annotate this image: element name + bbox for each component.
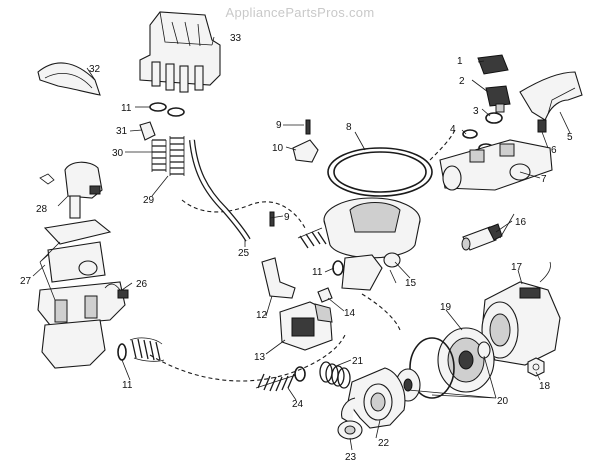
hose-dash-drain bbox=[361, 293, 401, 331]
part-13-motor bbox=[279, 301, 333, 351]
part-21-spring bbox=[319, 361, 351, 389]
label-20: 20 bbox=[497, 396, 509, 407]
label-18: 18 bbox=[539, 381, 551, 392]
label-14: 14 bbox=[344, 308, 356, 319]
label-10: 10 bbox=[272, 143, 284, 154]
label-12: 12 bbox=[256, 310, 268, 321]
part-26-wire-connector bbox=[117, 289, 129, 299]
label-11-c: 11 bbox=[122, 380, 133, 391]
label-19: 19 bbox=[440, 302, 452, 313]
label-6: 6 bbox=[551, 145, 557, 156]
watermark: AppliancePartsPros.com bbox=[225, 5, 375, 20]
part-18-nut bbox=[527, 357, 545, 377]
part-11-oring-c bbox=[117, 343, 127, 361]
label-11-a: 11 bbox=[121, 103, 132, 114]
label-15: 15 bbox=[405, 278, 417, 289]
hose-coil-lower-left bbox=[129, 337, 165, 362]
part-number-labels: 1 2 3 4 5 6 7 8 9 9 10 11 11 11 12 13 14… bbox=[20, 33, 573, 463]
part-15-sump bbox=[323, 197, 421, 291]
part-10-bracket bbox=[292, 139, 319, 163]
part-11-oring-d bbox=[332, 260, 344, 276]
label-11-b: 11 bbox=[312, 267, 323, 278]
part-7-manifold bbox=[439, 139, 553, 191]
hose-dash-upper bbox=[181, 199, 306, 229]
part-3-oring bbox=[485, 112, 503, 124]
label-27: 27 bbox=[20, 276, 32, 287]
label-1: 1 bbox=[457, 56, 463, 67]
label-33: 33 bbox=[230, 33, 242, 44]
label-9-a: 9 bbox=[276, 120, 282, 131]
label-29: 29 bbox=[143, 195, 155, 206]
label-8: 8 bbox=[346, 122, 352, 133]
part-11-oring-b bbox=[167, 107, 185, 117]
part-22-pump-housing bbox=[341, 367, 406, 429]
label-22: 22 bbox=[378, 438, 390, 449]
hose-coil-middle bbox=[297, 227, 327, 249]
label-17: 17 bbox=[511, 262, 523, 273]
label-9-b: 9 bbox=[284, 212, 290, 223]
part-33-manifold bbox=[139, 11, 221, 93]
label-16: 16 bbox=[515, 217, 527, 228]
part-24-coil-hose bbox=[255, 366, 306, 392]
part-9-screw-a bbox=[305, 119, 311, 135]
part-17-motor bbox=[481, 261, 561, 366]
label-23: 23 bbox=[345, 452, 357, 463]
part-23-cap bbox=[337, 420, 363, 440]
label-3: 3 bbox=[473, 106, 479, 117]
label-32: 32 bbox=[89, 64, 101, 75]
part-31-clip bbox=[139, 121, 156, 141]
part-1-cap bbox=[477, 54, 509, 75]
label-7: 7 bbox=[541, 174, 547, 185]
label-25: 25 bbox=[238, 248, 250, 259]
part-11-oring-a bbox=[149, 102, 167, 112]
label-24: 24 bbox=[292, 399, 304, 410]
part-12-bracket bbox=[261, 257, 296, 299]
label-26: 26 bbox=[136, 279, 148, 290]
label-31: 31 bbox=[116, 126, 128, 137]
part-30-spring-hose bbox=[151, 139, 167, 172]
label-4: 4 bbox=[450, 124, 456, 135]
hose-dash-right bbox=[429, 129, 456, 161]
label-28: 28 bbox=[36, 204, 48, 215]
part-4-oring-a bbox=[462, 129, 478, 139]
part-6-valve-clip bbox=[537, 119, 547, 133]
label-2: 2 bbox=[459, 76, 465, 87]
leader-lines bbox=[32, 36, 571, 451]
label-13: 13 bbox=[254, 352, 266, 363]
part-5-cover bbox=[519, 71, 583, 121]
part-16-cartridge bbox=[461, 223, 503, 251]
part-9-screw-b bbox=[269, 211, 275, 227]
hose-dash-lower bbox=[149, 334, 346, 382]
part-8-seal-ring bbox=[327, 147, 433, 197]
label-5: 5 bbox=[567, 132, 573, 143]
part-27-pump-assembly bbox=[37, 219, 126, 369]
label-21: 21 bbox=[352, 356, 364, 367]
part-28-sensor bbox=[39, 161, 103, 219]
part-19-impeller-housing bbox=[437, 327, 495, 393]
part-2-valve bbox=[485, 85, 511, 113]
label-30: 30 bbox=[112, 148, 124, 159]
part-32-cover bbox=[37, 62, 101, 96]
part-29-spring-hose bbox=[169, 136, 185, 176]
